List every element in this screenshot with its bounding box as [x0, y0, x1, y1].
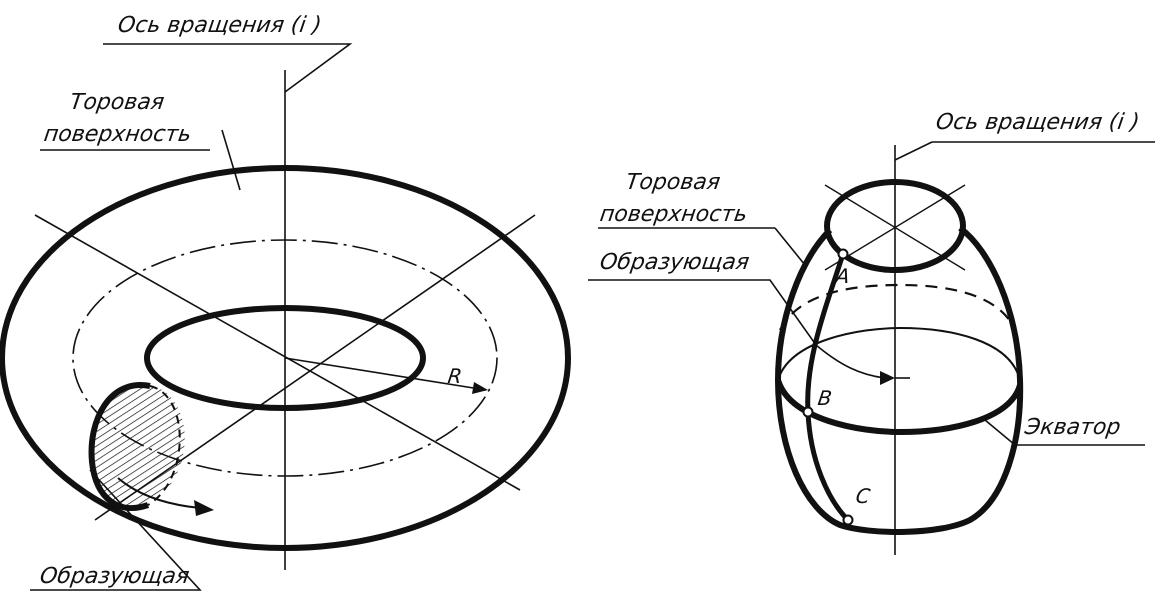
generating-circle-visible [88, 382, 151, 512]
rotation-arrowhead [194, 500, 214, 516]
equator-leader [984, 419, 1145, 446]
barrel-rotation-arrowhead [880, 371, 895, 385]
centerline-diag-1 [34, 214, 521, 491]
equator-back [777, 326, 1021, 381]
axis-label-left: Ось вращения (i ) [116, 13, 324, 38]
radius-label: R [446, 364, 464, 388]
point-c-marker [842, 514, 854, 526]
axis-leader-left [103, 43, 353, 93]
point-a-label: A [834, 264, 852, 288]
radius-line [284, 357, 487, 391]
point-c-label: C [854, 484, 872, 508]
surface-label-right-line2: поверхность [598, 202, 749, 227]
left-torus-figure [0, 43, 571, 591]
right-torus-figure [588, 141, 1155, 555]
radius-arrowhead [472, 382, 488, 394]
equator-label: Экватор [1023, 415, 1123, 440]
top-diagonal-2 [824, 184, 966, 271]
surface-label-left-line2: поверхность [42, 122, 193, 147]
point-b-marker [802, 406, 814, 418]
point-b-label: B [816, 386, 834, 410]
generatrix-label-right: Образующая [598, 250, 751, 275]
hidden-contour-top [779, 283, 1017, 331]
barrel-outline [774, 225, 1024, 535]
surface-leader-left [221, 129, 241, 191]
surface-label-right-line1: Торовая [624, 170, 722, 195]
equator-visible [775, 378, 1023, 436]
generatrix-leader-right [588, 279, 817, 346]
generating-circle-hidden [147, 385, 181, 506]
axis-leader-right-tail [894, 141, 933, 161]
surface-label-left-line1: Торовая [68, 90, 166, 115]
barrel-rotation-arrow [815, 344, 886, 379]
generatrix-leader-left [30, 469, 202, 591]
rotation-direction-arrow [117, 477, 201, 509]
surface-leader-right [774, 227, 806, 266]
generatrix-label-left: Образующая [38, 564, 191, 589]
point-a-marker [837, 248, 849, 260]
axis-label-right: Ось вращения (i ) [934, 110, 1142, 135]
generating-circle-section [91, 384, 185, 508]
